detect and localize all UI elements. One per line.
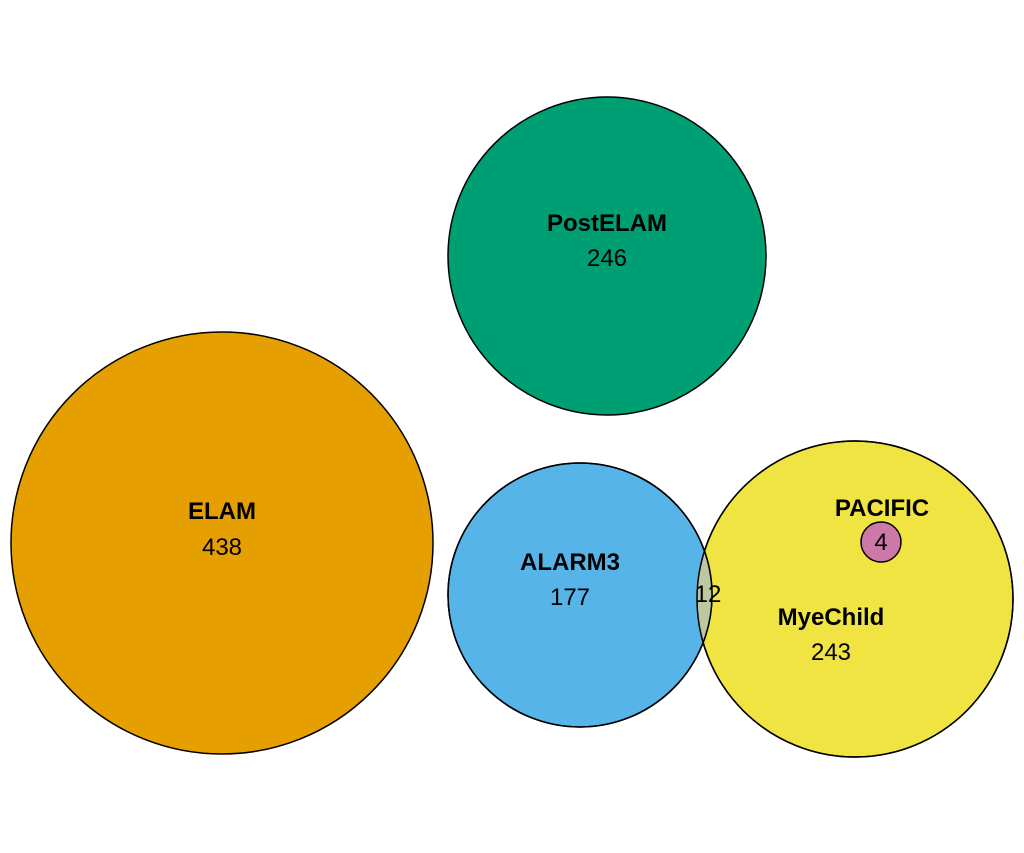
postelam-count: 246 [587,245,627,272]
pacific-label: PACIFIC [835,495,929,522]
pacific-count: 4 [874,529,887,556]
myechild-count: 243 [811,639,851,666]
pacific-circle [860,521,902,563]
overlap-count: 12 [695,581,722,608]
postelam-circle [447,96,767,416]
postelam-label: PostELAM [547,210,667,237]
myechild-outline [696,440,1014,758]
alarm3-label: ALARM3 [520,549,620,576]
myechild-label: MyeChild [778,604,885,631]
myechild-circle [696,440,1014,758]
elam-circle [10,331,434,755]
alarm3-outline [447,462,713,728]
alarm3-count: 177 [550,584,590,611]
elam-label: ELAM [188,498,256,525]
elam-count: 438 [202,534,242,561]
